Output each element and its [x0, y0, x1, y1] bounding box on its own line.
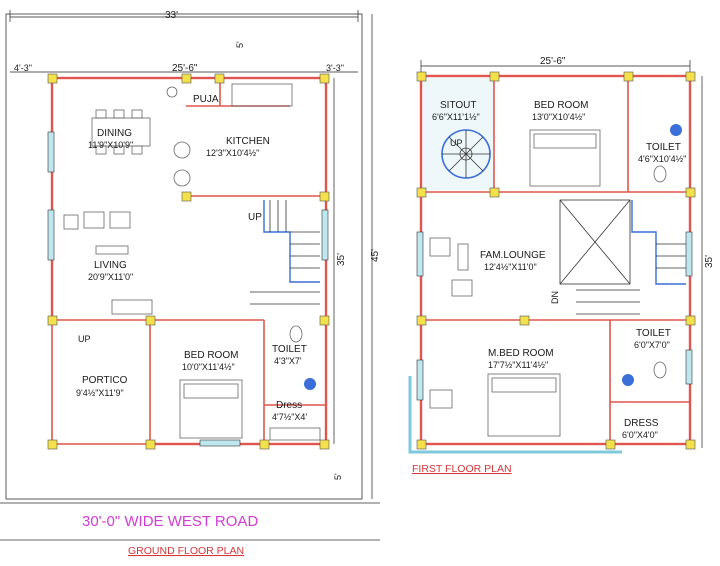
gf-road-label: 30'-0" WIDE WEST ROAD — [82, 513, 258, 530]
ff-room-mbed-size: 17'7½"X11'4½" — [488, 360, 548, 370]
gf-dining-table — [91, 109, 151, 155]
gf-room-dining-name: DINING — [97, 128, 132, 139]
gf-toilet-fixtures — [269, 325, 321, 441]
ff-room-sitout-name: SITOUT — [440, 100, 476, 111]
gf-dim-overall-width: 33' — [165, 10, 178, 21]
gf-room-dress-name: Dress — [276, 400, 302, 411]
gf-dim-setback-left: 4'-3" — [14, 63, 32, 73]
gf-dim-inner-width: 25'-6" — [172, 63, 198, 74]
gf-room-bedroom-name: BED ROOM — [184, 350, 238, 361]
gf-room-living-size: 20'9"X11'0" — [88, 272, 133, 282]
gf-room-bedroom-size: 10'0"X11'4½" — [182, 362, 235, 372]
gf-window-right — [321, 209, 329, 261]
ff-room-toilet-bottom-size: 6'0"X7'0" — [634, 340, 670, 350]
ff-room-sitout-size: 6'6"X11'1½" — [432, 112, 480, 122]
gf-dim-overall-depth: 45' — [370, 249, 381, 262]
gf-bed — [179, 379, 243, 439]
gf-plan-title: GROUND FLOOR PLAN — [128, 545, 244, 557]
gf-window-dining — [47, 131, 55, 173]
gf-dim-building-depth: 35' — [336, 253, 347, 266]
ff-window-right — [685, 231, 693, 277]
gf-dim-setback-right: 3'-3" — [326, 63, 344, 73]
ff-open-to-below — [559, 199, 631, 285]
gf-room-puja-name: PUJA — [193, 94, 219, 105]
ff-plan-title: FIRST FLOOR PLAN — [412, 463, 512, 475]
gf-room-kitchen-name: KITCHEN — [226, 136, 270, 147]
ff-toilet-fixtures — [622, 124, 682, 386]
ff-room-lounge-size: 12'4½"X11'0" — [484, 262, 537, 272]
gf-stair-up-label: UP — [248, 212, 262, 223]
gf-sofa-set — [63, 211, 153, 315]
ff-window-mbed — [416, 359, 424, 401]
gf-room-dining-size: 11'9"X10'9" — [88, 140, 133, 150]
ff-room-dress-size: 6'0"X4'0" — [622, 430, 658, 440]
gf-window-bedroom — [199, 439, 241, 447]
ff-dim-depth: 35' — [704, 255, 715, 268]
ff-column — [416, 71, 427, 82]
ff-dim-inner-width: 25'-6" — [540, 56, 566, 67]
ground-floor-plan: 33' 4'-3" 25'-6" 3'-3" 5' 45' 35' 5' — [0, 10, 381, 557]
ff-lounge-sofa — [429, 237, 473, 297]
ff-stair-dn-label: DN — [550, 291, 560, 304]
ff-room-lounge-name: FAM.LOUNGE — [480, 250, 546, 261]
gf-room-kitchen-size: 12'3"X10'4½" — [206, 148, 259, 158]
gf-column — [47, 73, 58, 84]
gf-kitchen-counter — [166, 83, 293, 187]
ff-spiral-up-label: UP — [450, 138, 463, 148]
ff-room-bedroom-name: BED ROOM — [534, 100, 588, 111]
ff-room-toilet-top-name: TOILET — [646, 142, 681, 153]
gf-plot-boundary — [5, 13, 363, 500]
gf-room-dress-size: 4'7½"X4' — [272, 412, 307, 422]
ff-room-dress-name: DRESS — [624, 418, 659, 429]
first-floor-plan: 25'-6" 35' — [408, 56, 715, 475]
gf-dim-bottom-setback: 5' — [333, 473, 343, 480]
ff-spiral-staircase — [441, 129, 491, 179]
gf-room-portico-size: 9'4½"X11'9" — [76, 388, 124, 398]
ff-mbed-bed — [429, 373, 561, 437]
gf-dim-top-setback: 5' — [235, 41, 245, 48]
ff-room-toilet-top-size: 4'6"X10'4½" — [638, 154, 686, 164]
ff-staircase — [576, 200, 686, 315]
ff-room-bedroom-size: 13'0"X10'4½" — [532, 112, 585, 122]
ff-window-lounge — [416, 231, 424, 277]
ff-balcony-rail — [408, 376, 622, 454]
ff-room-mbed-name: M.BED ROOM — [488, 348, 554, 359]
ff-room-toilet-bottom-name: TOILET — [636, 328, 671, 339]
gf-entry-up-label: UP — [78, 334, 91, 344]
gf-staircase — [250, 200, 320, 305]
gf-window-living — [47, 209, 55, 261]
gf-room-portico-name: PORTICO — [82, 375, 128, 386]
gf-room-living-name: LIVING — [94, 260, 127, 271]
ff-bedroom-bed — [529, 129, 601, 187]
gf-room-toilet-size: 4'3"X7' — [274, 356, 302, 366]
gf-room-toilet-name: TOILET — [272, 344, 307, 355]
